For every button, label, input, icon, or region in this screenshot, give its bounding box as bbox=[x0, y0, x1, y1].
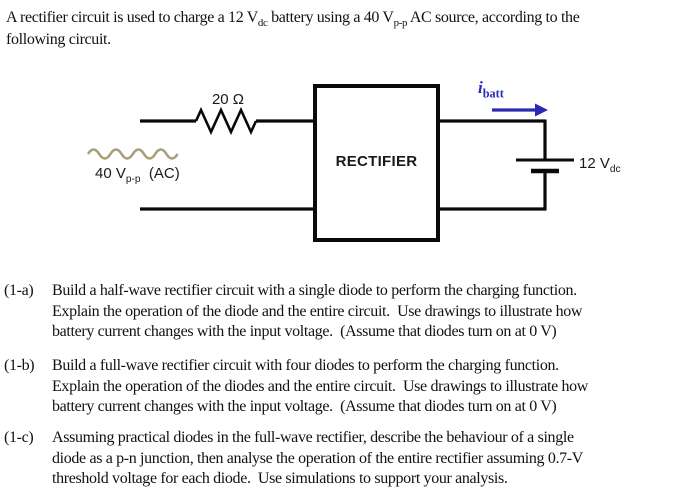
battery-voltage-main: 12 V bbox=[579, 155, 610, 172]
title-line1-part3: AC source, according to the bbox=[407, 9, 580, 26]
question-1c-line2: diode as a p-n junction, then analyse th… bbox=[52, 449, 583, 467]
question-1c-body: Assuming practical diodes in the full-wa… bbox=[52, 428, 684, 490]
question-1b-line2: Explain the operation of the diodes and … bbox=[52, 377, 588, 395]
battery-voltage-subscript: dc bbox=[609, 164, 621, 175]
battery-voltage-label: 12 Vdc bbox=[579, 155, 621, 175]
problem-statement: A rectifier circuit is used to charge a … bbox=[6, 7, 684, 51]
ac-source-symbol bbox=[86, 148, 179, 160]
current-arrow-icon bbox=[492, 103, 548, 117]
title-line1-part2: battery using a 40 V bbox=[267, 9, 394, 26]
output-wire-bottom bbox=[438, 171, 547, 211]
question-1c-line1: Assuming practical diodes in the full-wa… bbox=[52, 429, 574, 446]
resistor-symbol bbox=[194, 106, 258, 136]
current-symbol: i bbox=[478, 78, 483, 97]
battery-symbol bbox=[516, 158, 574, 174]
question-1a-line3: battery current changes with the input v… bbox=[52, 323, 557, 340]
battery-current-label: ibatt bbox=[478, 78, 504, 101]
question-1c-line3: threshold voltage for each diode. Use si… bbox=[52, 470, 508, 487]
question-1b-line1: Build a full-wave rectifier circuit with… bbox=[52, 357, 559, 374]
title-line1-part1: A rectifier circuit is used to charge a … bbox=[6, 9, 258, 26]
title-line2: following circuit. bbox=[6, 31, 111, 48]
ac-source-main: 40 V bbox=[95, 165, 126, 182]
ac-source-label: 40 Vp-p (AC) bbox=[95, 165, 180, 185]
ac-source-subscript: p-p bbox=[125, 174, 141, 185]
question-1b-body: Build a full-wave rectifier circuit with… bbox=[52, 356, 684, 418]
question-1b-line3: battery current changes with the input v… bbox=[52, 398, 557, 415]
current-subscript: batt bbox=[482, 86, 504, 101]
output-wire-top bbox=[438, 119, 547, 160]
question-1c-id: (1-c) bbox=[4, 429, 34, 446]
question-1a-line2: Explain the operation of the diode and t… bbox=[52, 302, 583, 320]
question-1a-id: (1-a) bbox=[4, 282, 34, 299]
question-1a-body: Build a half-wave rectifier circuit with… bbox=[52, 281, 684, 343]
question-1b-id: (1-b) bbox=[4, 357, 35, 374]
title-sub-pp: p-p bbox=[393, 17, 408, 30]
question-1a-line1: Build a half-wave rectifier circuit with… bbox=[52, 282, 577, 299]
title-sub-dc: dc bbox=[257, 17, 268, 30]
rectifier-label: RECTIFIER bbox=[335, 153, 418, 170]
resistor-value-label: 20 Ω bbox=[211, 91, 245, 108]
ac-source-suffix: (AC) bbox=[140, 165, 180, 182]
